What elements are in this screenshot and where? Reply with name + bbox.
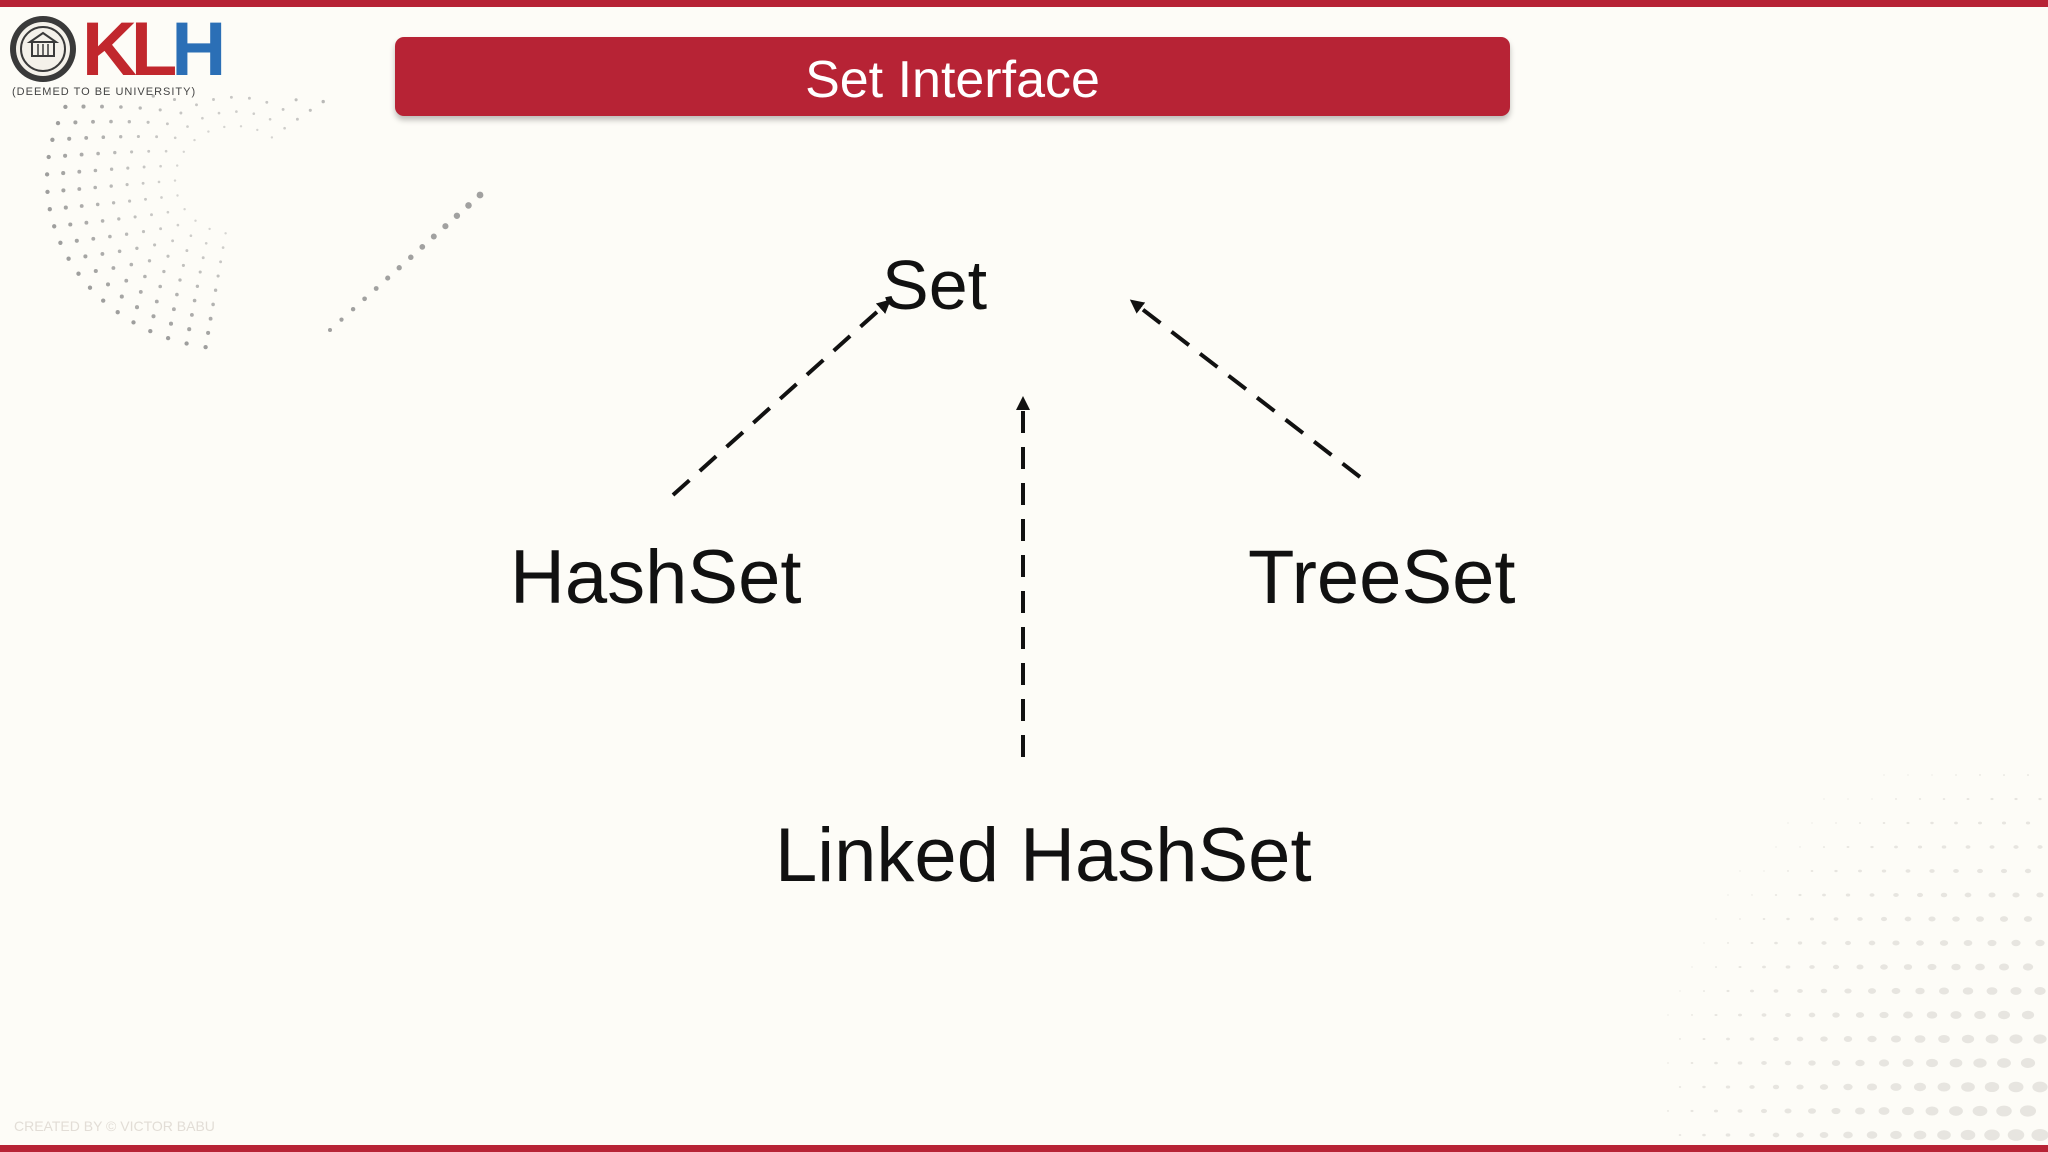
logo-letter-k: K <box>82 7 137 92</box>
footer-credit: CREATED BY © VICTOR BABU <box>14 1118 215 1134</box>
node-treeset: TreeSet <box>1248 535 1516 620</box>
title-banner: Set Interface <box>395 37 1510 116</box>
edge-treeset-to-set <box>1129 299 1362 479</box>
bottom-accent-rule <box>0 1145 2048 1152</box>
node-hashset: HashSet <box>510 535 802 620</box>
university-seal-icon <box>10 16 76 82</box>
logo-wordmark: KLH <box>82 12 226 88</box>
edge-hashset-to-set <box>671 299 891 497</box>
logo-tagline: (DEEMED TO BE UNIVERSITY) <box>12 86 197 98</box>
node-linked-hashset: Linked HashSet <box>775 813 1312 898</box>
logo-letter-h: H <box>171 7 226 92</box>
university-logo: KLH (DEEMED TO BE UNIVERSITY) <box>4 8 264 98</box>
top-accent-rule <box>0 0 2048 7</box>
node-set: Set <box>882 246 988 324</box>
slide-title: Set Interface <box>805 50 1100 109</box>
logo-letter-l: L <box>130 7 178 92</box>
